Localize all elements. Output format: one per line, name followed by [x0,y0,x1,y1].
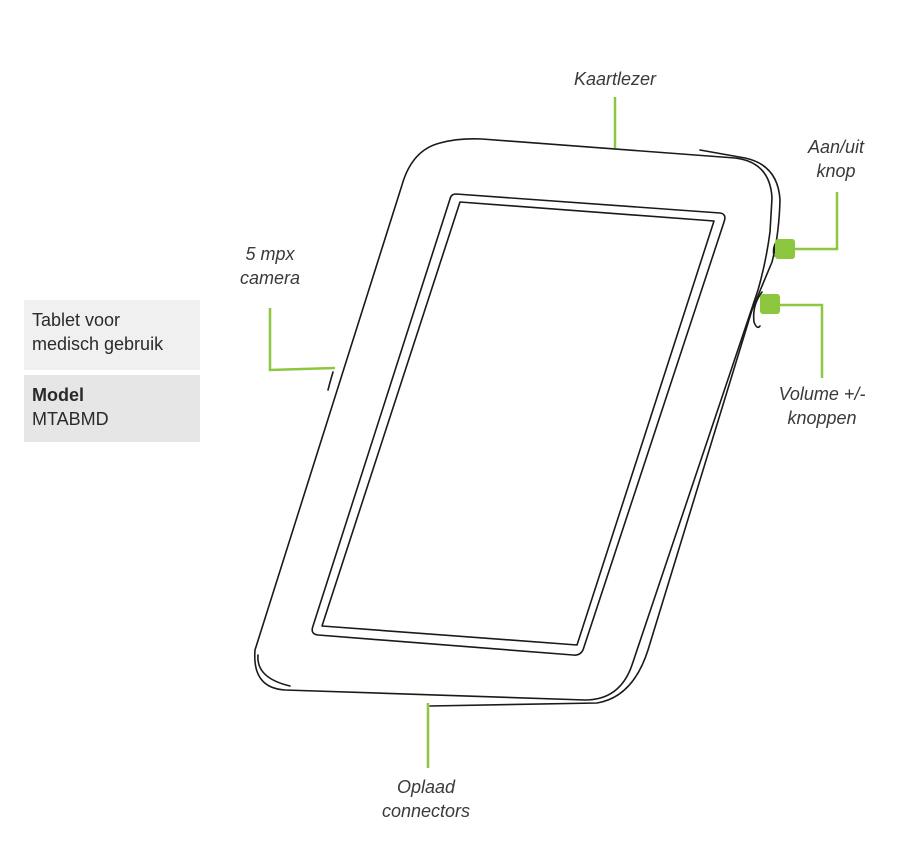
product-description-line2: medisch gebruik [32,334,164,354]
screen-display [321,201,715,646]
volume-button-marker [760,294,780,314]
camera-label: 5 mpx camera [239,244,301,288]
volume-button-housing [752,291,763,329]
charge-connectors-label: Oplaad connectors [381,777,471,821]
model-label: Model [32,385,84,405]
volume-buttons-label: Volume +/- knoppen [778,384,866,428]
power-button-marker [775,239,795,259]
screen-bezel [311,193,726,656]
model-value: MTABMD [32,409,109,429]
tablet-back-edge-left [257,654,291,687]
volume-buttons-pointer [772,303,824,378]
product-description-line1: Tablet voor [32,310,121,330]
tablet-back-edge [429,149,781,707]
tablet-outline [253,138,781,707]
product-description-box: Tablet voor medisch gebruik [24,300,200,370]
tablet-left-ridge [327,371,334,391]
callout-lines [268,97,839,768]
model-box: Model MTABMD [24,375,200,442]
tablet-body [253,138,773,701]
card-reader-label: Kaartlezer [573,69,657,89]
camera-pointer [268,308,336,372]
power-button-pointer [790,192,839,251]
power-button-label: Aan/uit knop [807,137,865,181]
